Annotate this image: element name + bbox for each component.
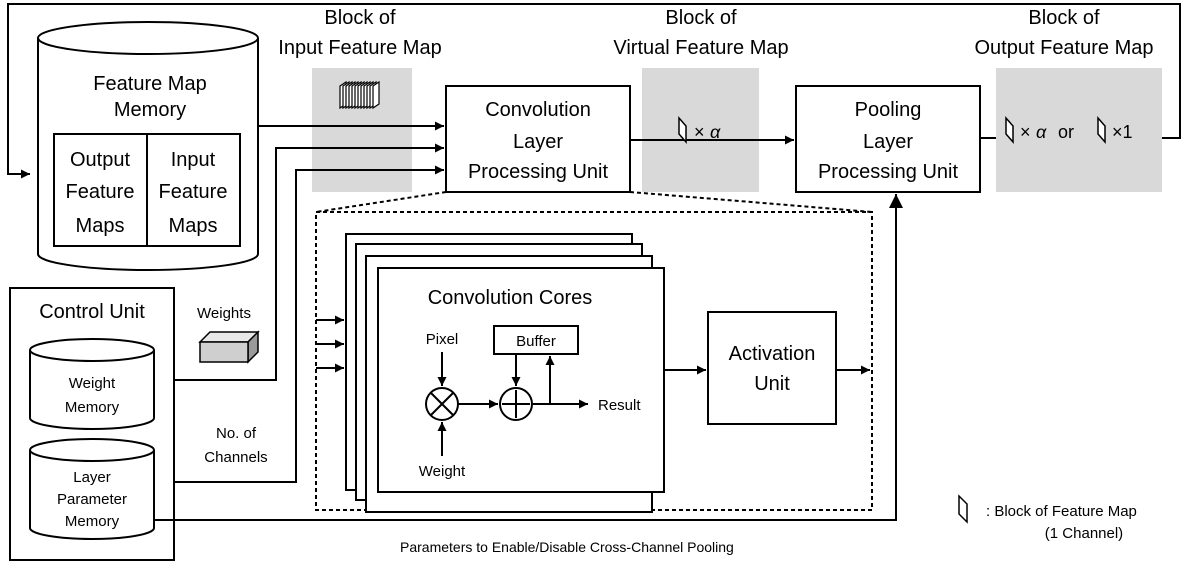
weight-memory-label-2: Memory xyxy=(65,399,120,416)
result-label: Result xyxy=(598,397,641,414)
weights-cube-icon xyxy=(198,330,260,364)
channels-to-conv-arrow xyxy=(164,165,444,483)
output-fm-label-1: Output xyxy=(70,149,130,171)
activation-label-1: Activation xyxy=(729,343,816,365)
weight-memory: Weight Memory xyxy=(29,338,155,430)
conv-unit-label-1: Convolution xyxy=(485,99,591,121)
legend: : Block of Feature Map (1 Channel) xyxy=(958,494,1137,542)
stacked-feature-maps-icon xyxy=(339,80,380,110)
layer-param-label-1: Layer xyxy=(73,469,111,486)
block-input-label-1: Block of xyxy=(324,7,396,29)
output-block-content: × α or ×1 xyxy=(1005,116,1133,144)
layer-parameter-memory: Layer Parameter Memory xyxy=(29,438,155,540)
output-alpha: α xyxy=(1036,122,1047,142)
buffer-label: Buffer xyxy=(516,333,556,350)
fm-block-icon xyxy=(958,494,968,524)
activation-label-2: Unit xyxy=(754,373,790,395)
fm-block-icon xyxy=(1097,116,1106,144)
output-fm-label-3: Maps xyxy=(76,215,125,237)
pixel-label: Pixel xyxy=(426,331,459,348)
virtual-block-content: × α xyxy=(678,116,721,144)
expansion-line-right xyxy=(629,191,873,213)
block-virtual-label-2: Virtual Feature Map xyxy=(613,37,788,59)
conv-cores-title: Convolution Cores xyxy=(428,287,593,309)
expansion-line-left xyxy=(315,191,447,213)
convolution-layer-unit: Convolution Layer Processing Unit xyxy=(445,85,631,193)
virtual-mult: × xyxy=(694,122,705,142)
pool-unit-label-1: Pooling xyxy=(855,99,922,121)
layer-param-label-3: Memory xyxy=(65,513,120,530)
legend-label-2: (1 Channel) xyxy=(1045,525,1123,542)
block-output-label-1: Block of xyxy=(1028,7,1100,29)
legend-label-1: : Block of Feature Map xyxy=(986,503,1137,520)
block-virtual-label-1: Block of xyxy=(665,7,737,29)
buffer-box xyxy=(493,325,579,355)
feature-map-memory: Feature Map Memory Output Feature Maps I… xyxy=(37,21,259,271)
output-fm-label-2: Feature xyxy=(66,181,135,203)
layer-param-label-2: Parameter xyxy=(57,491,127,508)
weights-to-conv-arrow xyxy=(164,143,444,381)
output-or: or xyxy=(1058,122,1074,142)
control-unit-title: Control Unit xyxy=(39,301,145,323)
no-channels-label-2: Channels xyxy=(204,449,267,466)
output-mult-1: × xyxy=(1020,122,1031,142)
block-input-label-2: Input Feature Map xyxy=(278,37,441,59)
weight-label: Weight xyxy=(419,463,466,480)
conv-unit-label-2: Layer xyxy=(513,131,563,153)
pool-unit-label-3: Processing Unit xyxy=(818,161,959,183)
input-fm-label-3: Maps xyxy=(169,215,218,237)
conv-unit-label-3: Processing Unit xyxy=(468,161,609,183)
weights-label: Weights xyxy=(197,305,251,322)
fm-block-icon xyxy=(678,116,687,144)
params-to-pool-arrow xyxy=(154,194,903,521)
weight-memory-label-1: Weight xyxy=(69,375,116,392)
output-block-region xyxy=(996,68,1162,192)
conv-core-card-front xyxy=(377,267,665,493)
no-channels-label-1: No. of xyxy=(216,425,257,442)
feedback-loop-line xyxy=(7,3,1181,179)
pooling-layer-unit: Pooling Layer Processing Unit xyxy=(795,85,981,193)
fm-memory-label-2: Memory xyxy=(114,99,186,121)
fm-memory-label-1: Feature Map xyxy=(93,73,206,95)
output-mult-2: ×1 xyxy=(1112,122,1133,142)
params-caption: Parameters to Enable/Disable Cross-Chann… xyxy=(400,539,734,555)
virtual-alpha: α xyxy=(710,122,721,142)
input-fm-label-2: Feature xyxy=(159,181,228,203)
pool-unit-label-2: Layer xyxy=(863,131,913,153)
input-fm-label-1: Input xyxy=(171,149,216,171)
fm-block-icon xyxy=(1005,116,1014,144)
block-output-label-2: Output Feature Map xyxy=(975,37,1154,59)
activation-unit xyxy=(707,311,837,425)
virtual-block-region xyxy=(642,68,759,192)
